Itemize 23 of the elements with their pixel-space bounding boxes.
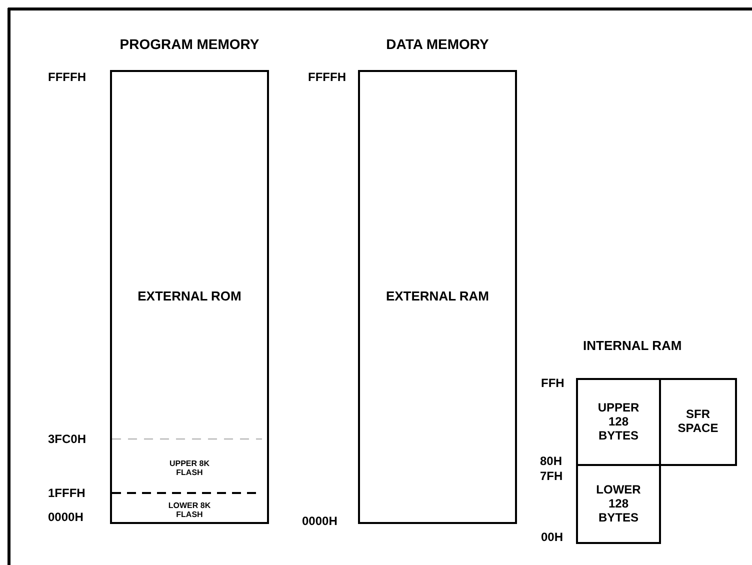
region-label: EXTERNAL RAM [384,290,490,304]
region-label: UPPER 128 BYTES [596,401,640,443]
memory-block [576,464,661,544]
address-label: 00H [541,530,564,544]
block-heading: DATA MEMORY [386,36,489,52]
address-label: FFFFH [308,70,346,84]
region-label: EXTERNAL ROM [136,290,242,304]
memory-block [659,378,737,466]
address-label: FFFFH [48,70,86,84]
region-label: UPPER 8K FLASH [168,458,210,478]
address-label: 0000H [302,514,338,528]
memory-block [576,378,661,466]
block-heading: PROGRAM MEMORY [120,36,260,52]
region-label: SFR SPACE [676,408,720,436]
region-label: LOWER 128 BYTES [595,483,642,525]
region-label: LOWER 8K FLASH [168,500,212,519]
address-label: 3FC0H [48,432,86,446]
address-label: 0000H [48,510,84,524]
address-label: 80H [540,454,562,468]
address-label: FFH [541,376,564,390]
address-label: 7FH [540,469,563,483]
address-label: 1FFFH [48,486,86,500]
block-heading: INTERNAL RAM [583,338,682,353]
